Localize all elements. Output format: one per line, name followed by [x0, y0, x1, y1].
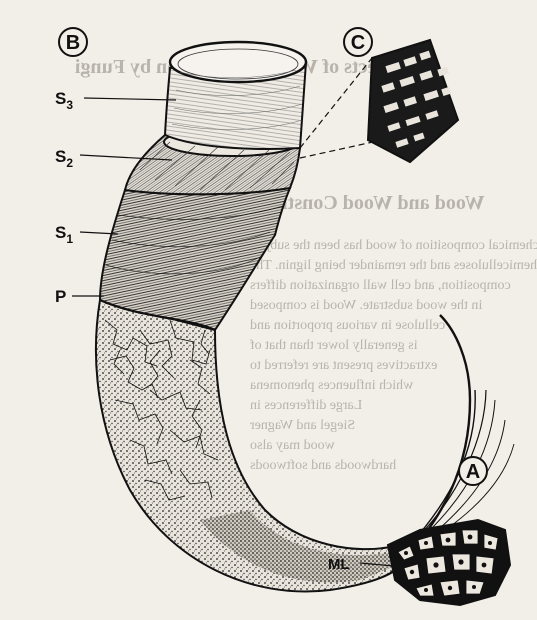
panel-label-c: C [344, 28, 372, 56]
fibril-strands [405, 315, 514, 558]
label-s3-sub: 3 [66, 98, 73, 112]
middle-lamella-cells [388, 520, 510, 605]
label-s1: S1 [55, 223, 73, 246]
label-s3: S3 [55, 89, 73, 112]
label-s2-sub: 2 [66, 156, 73, 170]
primary-wall-layer [96, 300, 405, 592]
s3-layer [165, 42, 306, 149]
inset-c-block [300, 40, 458, 162]
panel-label-a: A [459, 457, 487, 485]
label-p: P [55, 287, 66, 306]
s1-layer [100, 188, 290, 330]
panel-label-c-text: C [351, 32, 365, 54]
panel-label-b: B [59, 28, 87, 56]
panel-label-b-text: B [66, 32, 80, 54]
label-s1-sub: 1 [66, 232, 73, 246]
panel-label-a-text: A [466, 461, 480, 483]
label-s2: S2 [55, 147, 73, 170]
label-ml: ML [328, 556, 350, 573]
